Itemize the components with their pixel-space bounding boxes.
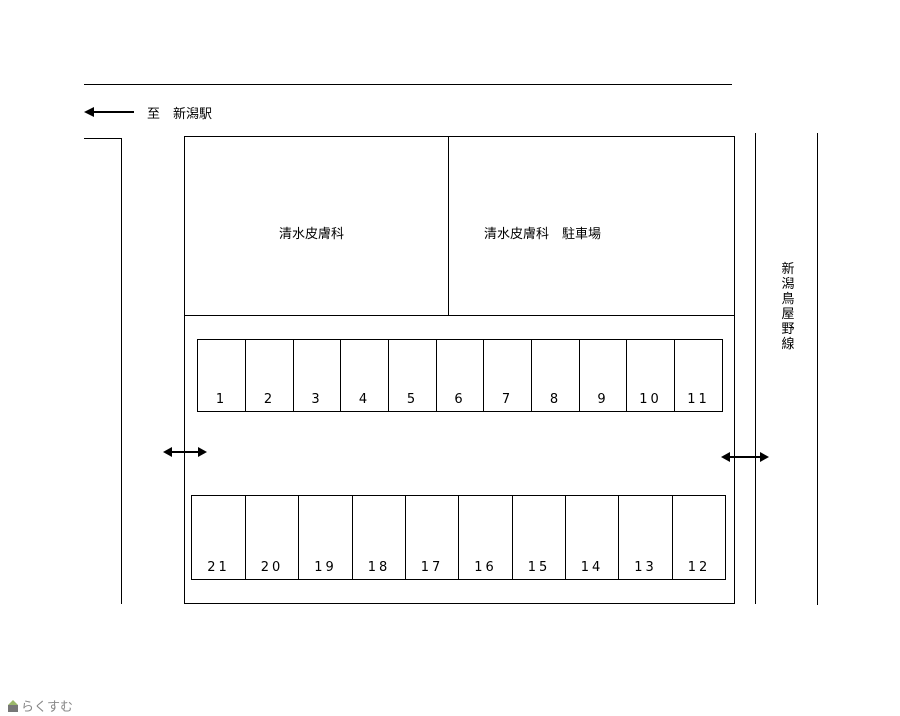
entrance-right-arrow-icon xyxy=(721,452,769,462)
parking-slot: 18 xyxy=(352,495,406,580)
parking-slot: 4 xyxy=(340,339,389,412)
clinic-label: 清水皮膚科 xyxy=(279,227,345,242)
road-edge-top xyxy=(84,84,732,85)
parking-slot: 2 xyxy=(245,339,294,412)
parking-slot: 17 xyxy=(405,495,459,580)
road-edge-right-outer xyxy=(817,133,818,605)
parking-slot: 7 xyxy=(483,339,532,412)
road-edge-right-inner xyxy=(755,133,756,604)
parking-slot: 6 xyxy=(436,339,484,412)
lot-boundary xyxy=(184,136,735,604)
parking-slot: 13 xyxy=(618,495,673,580)
parking-slot: 8 xyxy=(531,339,580,412)
parking-slot: 1 xyxy=(197,339,246,412)
house-icon xyxy=(8,699,18,712)
parking-slot: 5 xyxy=(388,339,437,412)
entrance-left-arrow-icon xyxy=(163,447,207,457)
road-label: 新潟鳥屋野線 xyxy=(781,262,795,352)
parking-slot: 14 xyxy=(565,495,619,580)
parking-slot: 11 xyxy=(674,339,723,412)
watermark-text: らくすむ xyxy=(21,700,74,715)
parking-slot: 20 xyxy=(245,495,299,580)
parking-slot: 9 xyxy=(579,339,627,412)
road-edge-left-top xyxy=(84,138,121,139)
parking-slot: 3 xyxy=(293,339,341,412)
parking-slot: 16 xyxy=(458,495,513,580)
building-divider xyxy=(448,136,449,315)
arrow-left-icon xyxy=(84,107,134,117)
parking-slot: 15 xyxy=(512,495,566,580)
clinic-divider xyxy=(184,315,735,316)
road-edge-left xyxy=(121,138,122,604)
direction-label: 至 新潟駅 xyxy=(147,107,213,122)
parking-slot: 12 xyxy=(672,495,726,580)
clinic-parking-label: 清水皮膚科 駐車場 xyxy=(484,227,602,242)
parking-slot: 21 xyxy=(191,495,246,580)
watermark-logo: らくすむ xyxy=(8,696,73,715)
parking-slot: 10 xyxy=(626,339,675,412)
parking-slot: 19 xyxy=(298,495,353,580)
